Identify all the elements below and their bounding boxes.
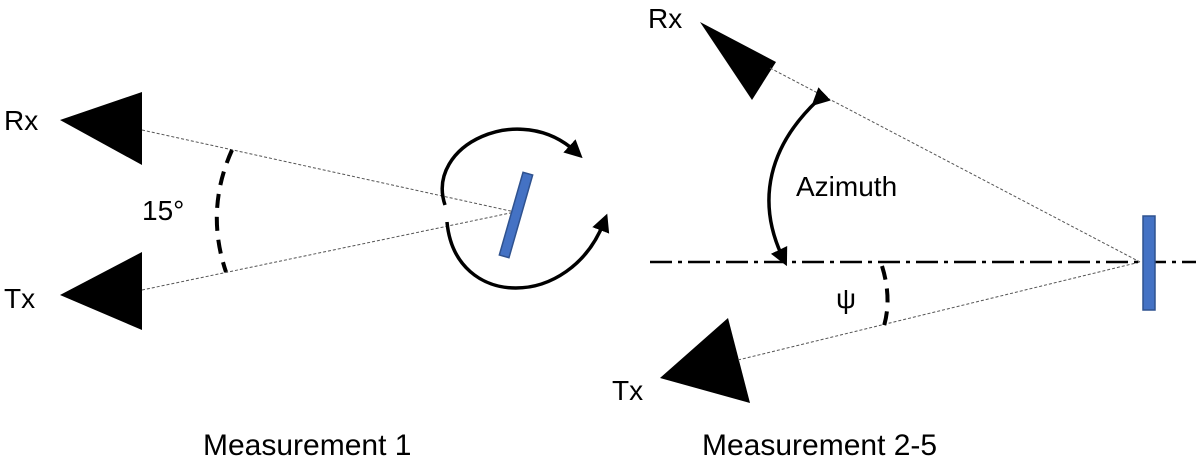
rx-antenna-icon bbox=[60, 92, 142, 165]
tx-label: Tx bbox=[4, 283, 35, 314]
rotation-arrow-lower bbox=[445, 213, 610, 290]
azimuth-label: Azimuth bbox=[796, 171, 897, 202]
caption-measurement-2-5: Measurement 2-5 bbox=[702, 429, 937, 462]
tx-sight-line bbox=[141, 211, 516, 291]
tx-antenna-icon bbox=[60, 252, 142, 330]
tx-label-2: Tx bbox=[612, 375, 643, 406]
target-plate-2 bbox=[1142, 215, 1156, 311]
psi-arc bbox=[880, 265, 890, 327]
azimuth-arrow bbox=[767, 87, 831, 267]
angle-arc bbox=[214, 149, 234, 273]
rx-sight-line bbox=[141, 129, 516, 213]
rotation-arrow-upper bbox=[440, 127, 583, 206]
rx-sight-line-2 bbox=[769, 67, 1141, 263]
rx-label: Rx bbox=[4, 105, 38, 136]
rx-antenna-icon-2 bbox=[700, 22, 776, 100]
measurement-2-panel: Rx Tx Azimuth ψ Measurement 2-5 bbox=[612, 3, 1196, 462]
target-plate bbox=[498, 171, 534, 259]
tx-antenna-icon-2 bbox=[660, 318, 750, 403]
rx-label-2: Rx bbox=[648, 3, 682, 34]
caption-measurement-1: Measurement 1 bbox=[203, 429, 411, 462]
angle-label: 15° bbox=[142, 195, 184, 226]
tx-sight-line-2 bbox=[737, 261, 1141, 361]
psi-label: ψ bbox=[836, 283, 856, 314]
measurement-1-panel: Rx Tx 15° Measurement 1 bbox=[4, 92, 610, 462]
